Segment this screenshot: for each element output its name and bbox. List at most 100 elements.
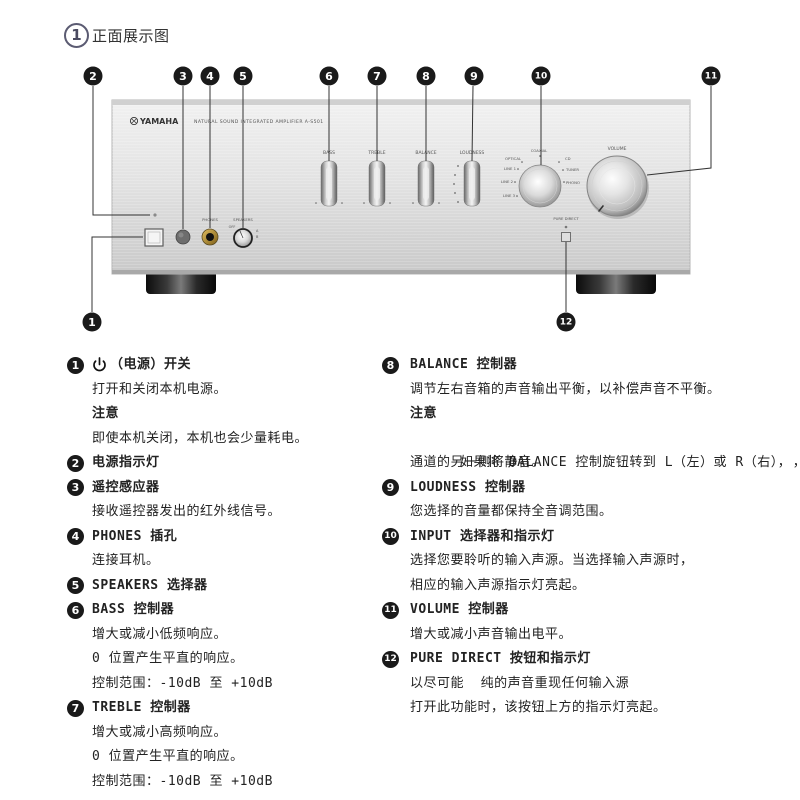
description-text: 打开此功能时，该按钮上方的指示灯亮起。 — [410, 700, 667, 715]
volume-knob-ring — [591, 160, 643, 212]
item-volume-control: 11 VOLUME 控制器 — [382, 598, 797, 623]
description-text: 调节左右音箱的声音输出平衡，以补偿声音不平衡。 — [410, 381, 721, 397]
callout-7-number: 7 — [373, 70, 381, 83]
callout-10-number: 10 — [535, 72, 548, 82]
callout-12-number: 12 — [560, 318, 573, 328]
panel-bottom-edge — [112, 270, 690, 274]
volume-knob-ring — [598, 167, 636, 205]
callout-5 — [233, 66, 253, 86]
front-panel-diagram: YAMAHA NATURAL SOUND INTEGRATED AMPLIFIE… — [82, 66, 721, 332]
item-description: 增大或减小低频响应。 — [67, 623, 367, 648]
item-number: 1 — [67, 356, 84, 374]
speakers-b-label: B — [256, 235, 259, 239]
item-phones-jack: 4 PHONES 插孔 — [67, 525, 367, 550]
power-icon — [93, 357, 106, 372]
callout-8-number: 8 — [422, 70, 430, 83]
remote-sensor-highlight — [178, 232, 184, 238]
item-number: 6 — [67, 601, 84, 619]
remote-sensor — [175, 229, 191, 245]
item-number: 11 — [382, 601, 399, 619]
input-label-optical: OPTICAL — [505, 156, 522, 161]
leader-line-2 — [92, 86, 150, 216]
item-title: SPEAKERS 选择器 — [92, 577, 208, 593]
balance-tick — [412, 202, 414, 204]
callout-12 — [556, 312, 576, 332]
item-description: 调节左右音箱的声音输出平衡，以补偿声音不平衡。 — [382, 378, 797, 403]
description-text: 选择您要聆听的输入声源。当选择输入声源时， — [410, 553, 694, 568]
item-description: 选择您要聆听的输入声源。当选择输入声源时， — [382, 549, 797, 574]
item-input-selector: 10 INPUT 选择器和指示灯 — [382, 525, 797, 550]
callout-6 — [319, 66, 339, 86]
item-title: VOLUME 控制器 — [410, 602, 509, 617]
callout-5-number: 5 — [239, 70, 247, 83]
item-balance-control: 8 BALANCE 控制器 — [382, 353, 797, 378]
input-indicator — [514, 181, 516, 183]
input-label-coaxial: COAXIAL — [531, 148, 548, 153]
leader-line-1 — [91, 236, 143, 312]
item-title: 电源指示灯 — [92, 455, 160, 470]
power-button — [144, 228, 164, 247]
section-number: 1 — [64, 22, 89, 48]
loudness-tick — [457, 201, 459, 203]
description-text-wrap: 如果将 BALANCE 控制旋钮转到 L（左）或 R（右）， ， — [410, 427, 800, 501]
bass-knob-highlight — [326, 167, 332, 200]
item-number: 10 — [382, 528, 399, 546]
phones-jack-hole — [206, 233, 214, 241]
description-text: 以尽可能 纯的声音重现任何输入源 — [410, 675, 630, 691]
callout-9-number: 9 — [470, 70, 478, 83]
leader-line-11 — [646, 86, 712, 176]
input-indicator — [517, 168, 519, 170]
power-button-inner — [147, 231, 161, 244]
description-text: 增大或减小声音输出电平。 — [410, 626, 573, 642]
item-description: 连接耳机。 — [67, 549, 367, 574]
input-indicator — [516, 195, 518, 197]
input-selector-ring — [522, 168, 558, 204]
pure-direct-label: PURE DIRECT — [553, 216, 579, 221]
description-text: 您选择的音量都保持全音调范围。 — [410, 504, 613, 519]
callout-6-number: 6 — [325, 70, 333, 83]
speakers-a-label: A — [256, 229, 259, 233]
input-indicator — [558, 161, 560, 163]
item-loudness-control: 9 LOUDNESS 控制器 — [382, 476, 797, 501]
input-label-phono: PHONO — [566, 180, 580, 185]
item-description: 您选择的音量都保持全音调范围。 — [382, 500, 797, 525]
item-number: 4 — [67, 528, 84, 546]
balance-knob-highlight — [423, 167, 429, 200]
input-indicator — [563, 181, 565, 183]
pure-direct-button — [561, 232, 571, 242]
item-number: 5 — [67, 577, 84, 595]
item-title: LOUDNESS 控制器 — [410, 479, 526, 495]
item-title: （电源）开关 — [110, 357, 192, 372]
input-label-cd: CD — [565, 156, 571, 161]
input-indicator — [521, 161, 523, 163]
item-power-switch: 1 （电源）开关 — [67, 353, 367, 378]
balance-tick — [438, 202, 440, 204]
input-label-line2: LINE 2 — [501, 179, 514, 184]
item-description: 0 位置产生平直的响应。 — [67, 745, 367, 770]
callout-8 — [416, 66, 436, 86]
item-title: 遥控感应器 — [92, 479, 160, 495]
note-heading: 注意 — [67, 402, 367, 427]
item-title: BALANCE 控制器 — [410, 357, 518, 372]
item-description: 相应的输入声源指示灯亮起。 — [382, 574, 797, 599]
speakers-selector-pointer — [239, 230, 244, 239]
power-indicator — [153, 213, 157, 217]
bass-tick — [341, 202, 343, 204]
callout-7 — [367, 66, 387, 86]
item-number: 7 — [67, 699, 84, 717]
description-text: 如果将 BALANCE 控制旋钮转到 L（左）或 R（右）， — [459, 455, 785, 470]
input-label-tuner: TUNER — [565, 167, 579, 172]
note-heading: 注意 — [382, 402, 797, 427]
loudness-knob-highlight — [469, 167, 475, 200]
callout-9 — [464, 66, 484, 86]
item-title: BASS 控制器 — [92, 602, 175, 617]
yamaha-logo-forks — [131, 118, 137, 124]
brand-name: YAMAHA — [139, 117, 179, 126]
volume-label: VOLUME — [608, 146, 627, 152]
trailing-punctuation: ， — [793, 455, 800, 470]
callout-11 — [701, 66, 721, 86]
volume-knob — [586, 155, 648, 217]
treble-tick — [389, 202, 391, 204]
item-bass-control: 6 BASS 控制器 — [67, 598, 367, 623]
volume-pointer — [598, 205, 604, 212]
